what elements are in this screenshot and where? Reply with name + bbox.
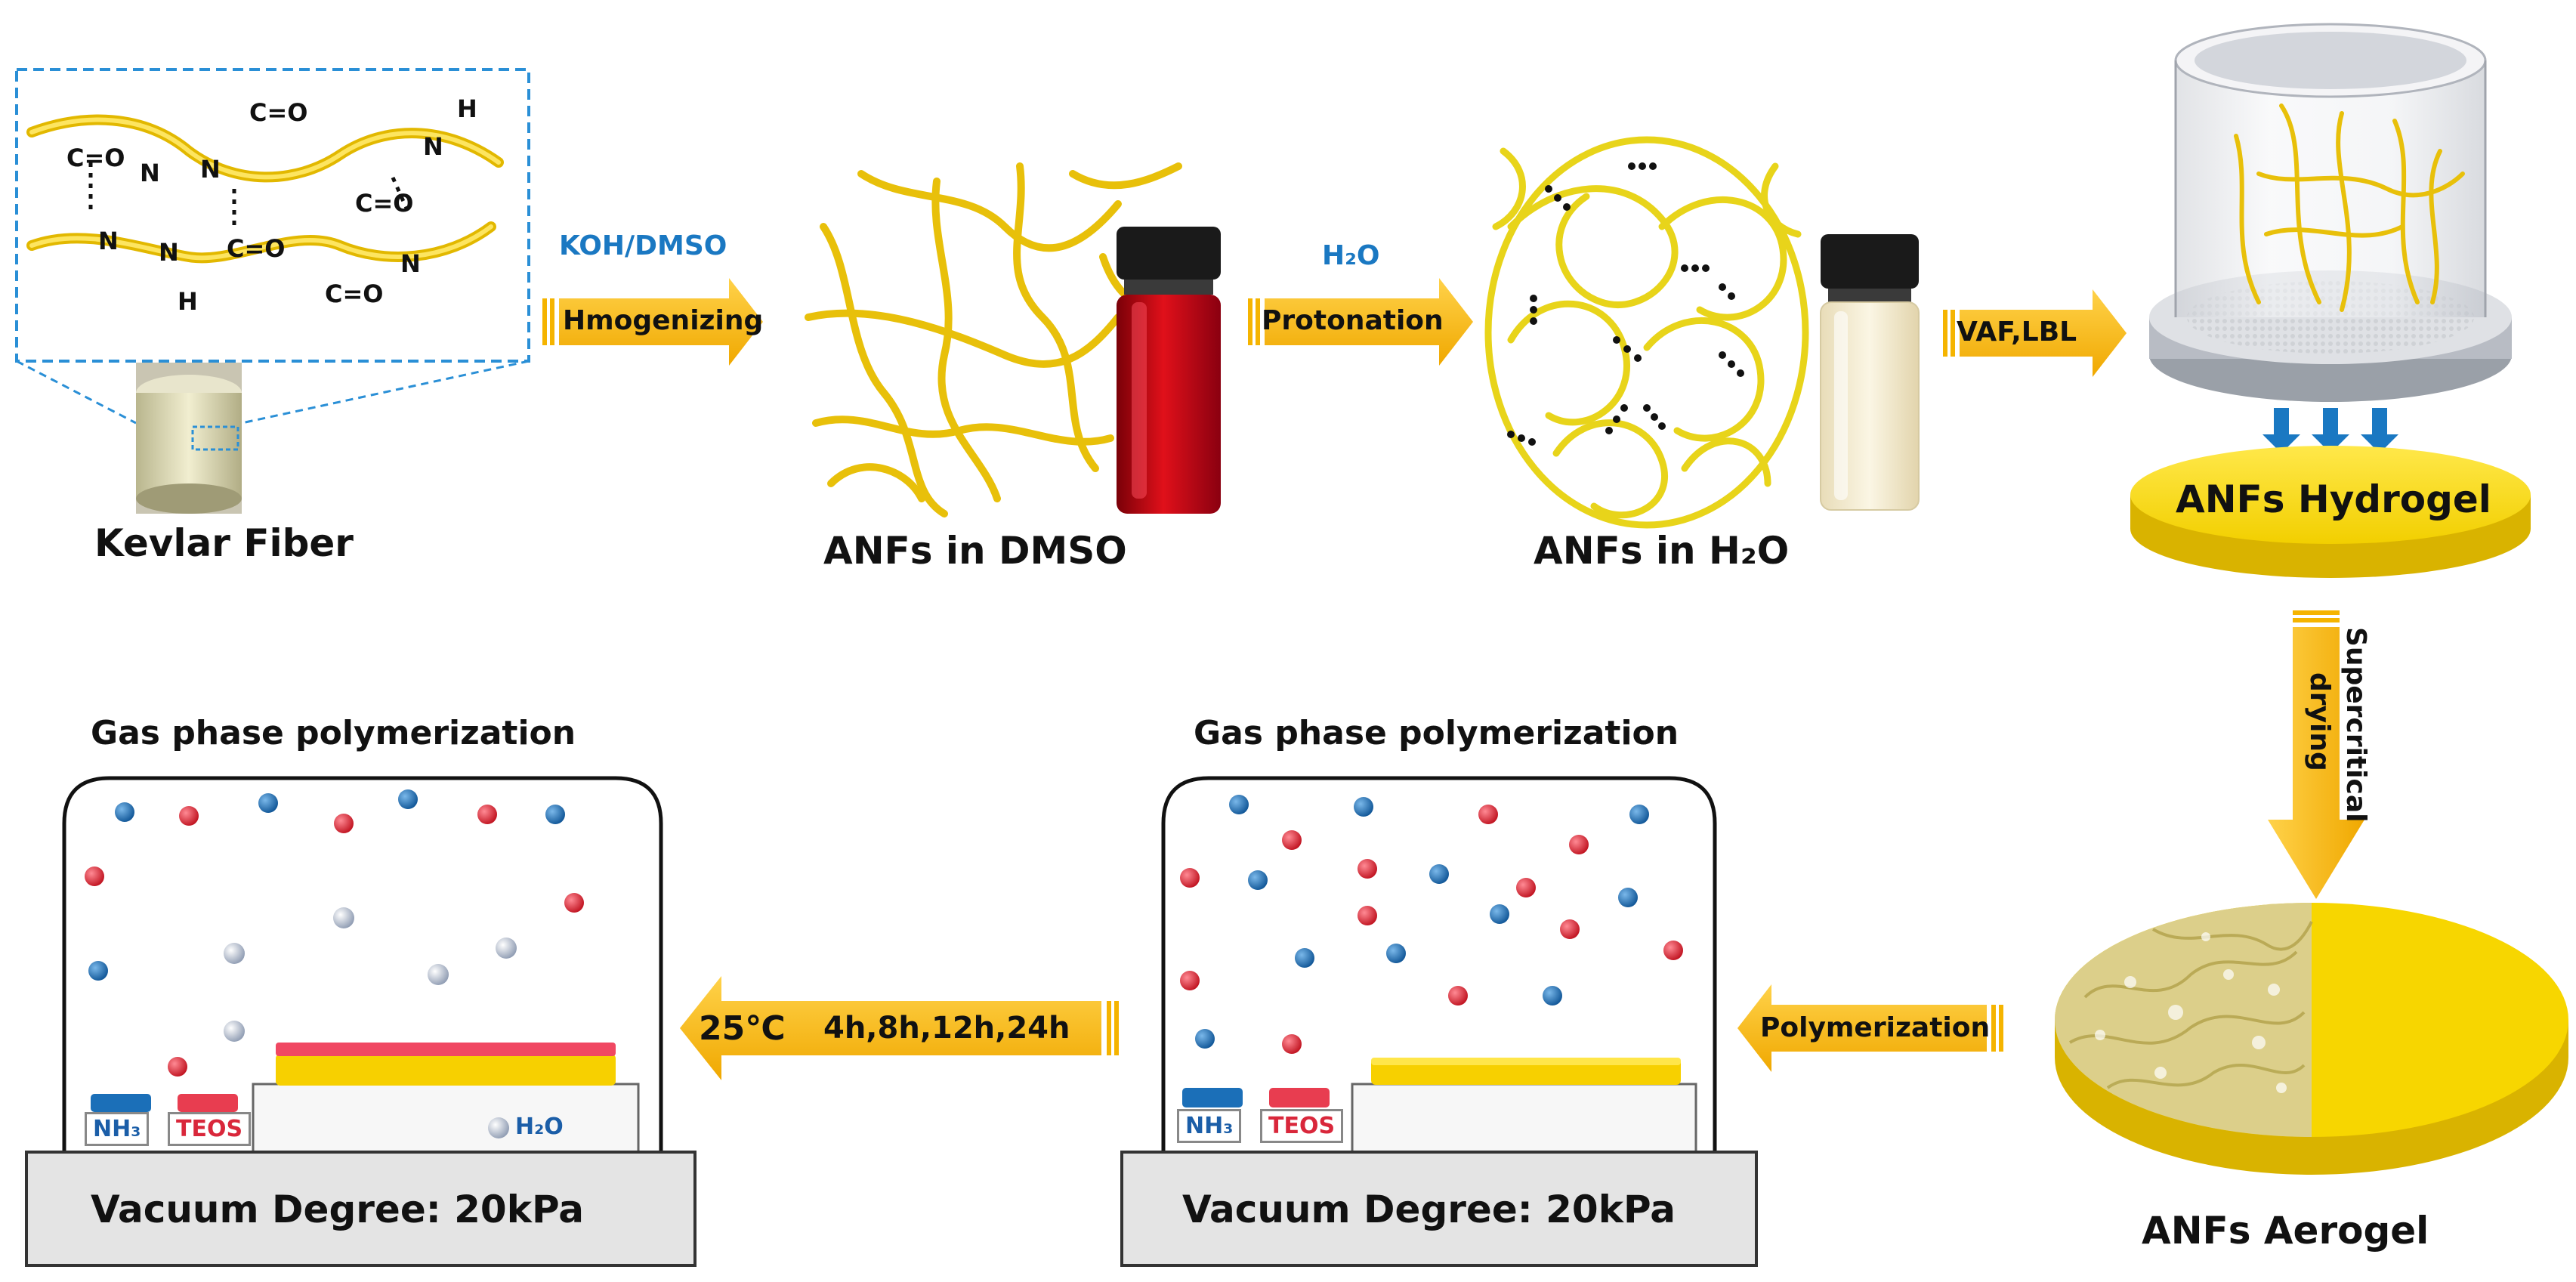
molecule-balls xyxy=(85,789,1683,1077)
aerogel-disc xyxy=(2055,903,2568,1175)
molecule-n-2: N xyxy=(200,155,221,184)
arrow-homogenizing xyxy=(542,278,763,366)
red-vial xyxy=(1117,227,1221,514)
molecule-co-4: C=O xyxy=(227,234,286,263)
vacuum-left: Vacuum Degree: 20kPa xyxy=(91,1188,585,1231)
anfs-h2o-fibers xyxy=(1484,136,1809,529)
step-supercritical: Supercritical xyxy=(2340,627,2371,823)
molecule-n-6: N xyxy=(400,249,421,278)
molecule-h-2: H xyxy=(178,287,198,316)
step-protonation: Protonation xyxy=(1262,305,1444,336)
title-right-chamber: Gas phase polymerization xyxy=(1194,714,1679,752)
step-homogenizing: Hmogenizing xyxy=(563,305,764,336)
label-kevlar-fiber: Kevlar Fiber xyxy=(94,521,354,565)
vacuum-right: Vacuum Degree: 20kPa xyxy=(1182,1188,1676,1231)
reagent-h2o: H₂O xyxy=(1322,240,1380,271)
label-h2o-legend: H₂O xyxy=(515,1114,564,1140)
kevlar-molecule-panel xyxy=(15,68,530,363)
molecule-co-2: C=O xyxy=(249,98,308,127)
arrow-polymerization xyxy=(1737,984,2003,1072)
molecule-n-3: N xyxy=(423,132,443,161)
step-polymerization: Polymerization xyxy=(1760,1012,1991,1043)
tag-teos-left: TEOS xyxy=(168,1112,252,1146)
filter-apparatus xyxy=(2149,23,2512,402)
arrow-protonation xyxy=(1248,278,1473,366)
reagent-koh-dmso: KOH/DMSO xyxy=(559,230,727,261)
label-anfs-h2o: ANFs in H₂O xyxy=(1534,529,1790,573)
chamber-left xyxy=(25,776,697,1267)
reaction-times: 4h,8h,12h,24h xyxy=(823,1011,1070,1046)
hydrogel-disc xyxy=(2130,446,2531,578)
reaction-temperature: 25℃ xyxy=(699,1009,786,1048)
molecule-h-1: H xyxy=(457,94,477,123)
filter-flow-arrows xyxy=(2262,408,2398,453)
step-vaf-lbl: VAF,LBL xyxy=(1957,317,2077,348)
label-anfs-aerogel: ANFs Aerogel xyxy=(2142,1209,2429,1253)
tag-nh3-right: NH₃ xyxy=(1177,1109,1242,1143)
step-drying: drying xyxy=(2304,672,2335,771)
label-anfs-dmso: ANFs in DMSO xyxy=(823,529,1127,573)
molecule-co-1: C=O xyxy=(66,144,125,172)
molecule-co-5: C=O xyxy=(325,280,384,308)
tag-nh3-left: NH₃ xyxy=(85,1112,150,1146)
label-anfs-hydrogel: ANFs Hydrogel xyxy=(2176,477,2491,521)
hydrogen-bond-dots xyxy=(1507,162,1744,446)
arrow-reaction-time xyxy=(680,976,1119,1080)
arrow-supercritical-drying xyxy=(2268,610,2364,899)
anfs-dmso-fibers xyxy=(805,162,1182,517)
molecule-co-3: C=O xyxy=(355,189,414,218)
arrow-vaf-lbl xyxy=(1943,289,2127,377)
molecule-n-1: N xyxy=(140,159,160,187)
molecule-n-5: N xyxy=(159,238,179,267)
title-left-chamber: Gas phase polymerization xyxy=(91,714,576,752)
tag-teos-right: TEOS xyxy=(1260,1109,1344,1143)
molecule-n-4: N xyxy=(98,227,119,255)
chamber-right xyxy=(1120,776,1758,1267)
pale-vial xyxy=(1820,234,1920,511)
kevlar-spool-photo xyxy=(16,360,530,514)
